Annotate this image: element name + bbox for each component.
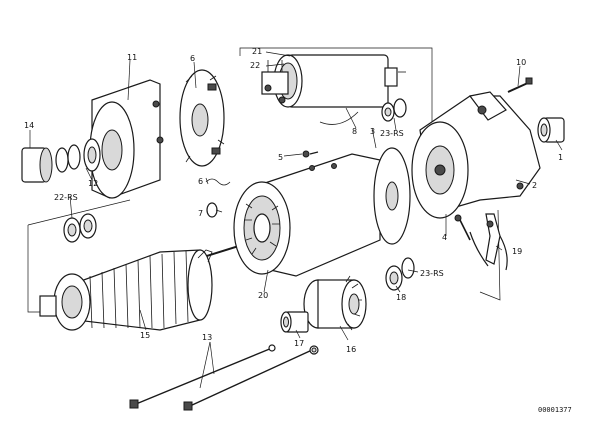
bolt-top-right	[507, 77, 533, 93]
callout-15: 15	[140, 331, 150, 340]
solenoid-assembly	[261, 54, 406, 125]
assembly-bracket-lines	[27, 47, 501, 313]
callout-7: 7	[198, 209, 203, 218]
callout-4: 4	[442, 233, 447, 242]
callout-8: 8	[352, 127, 357, 136]
callout-11: 11	[127, 53, 137, 62]
leader-lines	[29, 51, 563, 389]
callout-23rs-top: 23-RS	[380, 129, 404, 138]
solenoid-small-parts	[381, 98, 407, 122]
callout-3: 3	[370, 127, 375, 136]
commutator-cap	[21, 138, 101, 183]
sleeve	[280, 311, 309, 333]
drive-end-housing	[411, 91, 541, 219]
stop-ring	[385, 257, 415, 291]
callout-21: 21	[252, 47, 262, 56]
callout-17: 17	[294, 339, 304, 348]
pivot-pin	[454, 214, 471, 241]
callout-22: 22	[250, 61, 260, 70]
callout-19: 19	[512, 247, 522, 256]
callout-13: 13	[202, 333, 212, 342]
callout-5: 5	[278, 153, 283, 162]
screw-5	[283, 150, 319, 158]
callout-22rs: 22-RS	[54, 193, 78, 202]
callout-16: 16	[346, 345, 356, 354]
field-frame	[233, 153, 381, 277]
callout-2: 2	[532, 181, 537, 190]
clip-7	[205, 178, 231, 218]
callout-1: 1	[558, 153, 563, 162]
callout-labels: 11 6 21 22 10 1 2 8 3 23-RS 14 12 22-RS …	[24, 47, 563, 354]
armature	[39, 229, 291, 331]
washers-left	[63, 213, 97, 243]
drawing-number: 00001377	[538, 406, 572, 414]
brush-plate	[373, 147, 411, 245]
callout-6: 6	[190, 54, 195, 63]
pole-plate	[179, 69, 225, 167]
callout-18: 18	[396, 293, 406, 302]
callout-23rs-bottom: 23-RS	[420, 269, 444, 278]
engagement-fork	[469, 213, 508, 271]
callout-10: 10	[516, 58, 526, 67]
bushing	[537, 117, 565, 143]
pinion-drive	[303, 275, 367, 331]
callout-14: 14	[24, 121, 34, 130]
through-bolts	[129, 344, 319, 411]
callout-6-lower: 6	[198, 177, 203, 186]
yoke-housing	[89, 79, 164, 199]
callout-20: 20	[258, 291, 268, 300]
callout-12: 12	[88, 179, 98, 188]
